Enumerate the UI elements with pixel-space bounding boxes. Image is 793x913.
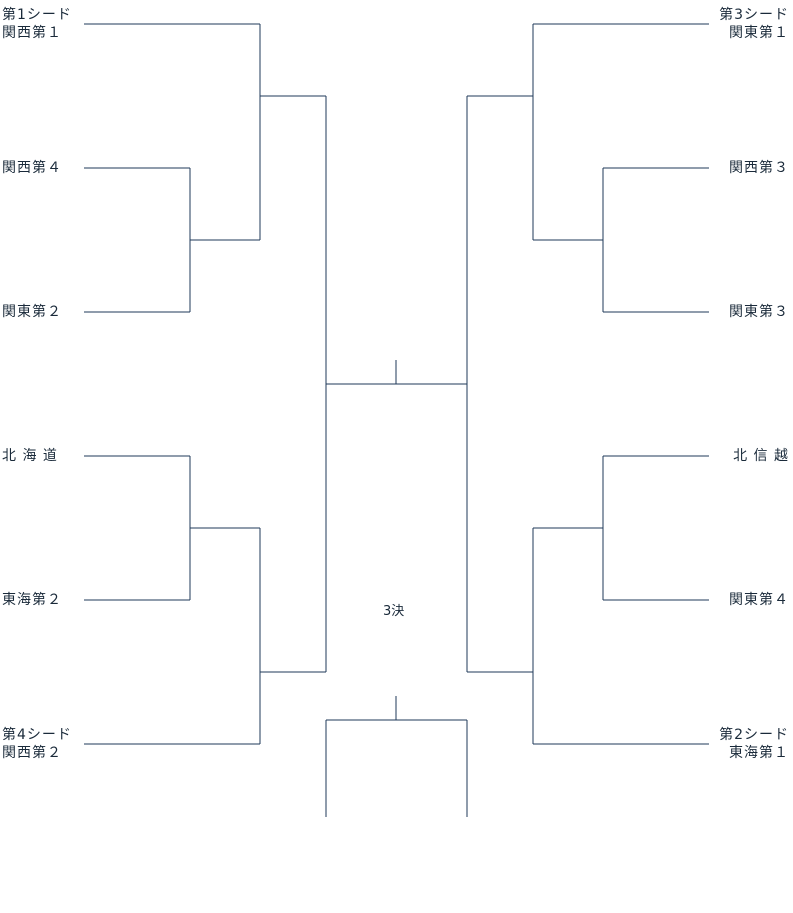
left-team-6-seed: 第4シード [2, 727, 72, 743]
right-team-1: 第3シード 関東第１ [719, 6, 789, 42]
left-team-4-name: 北 海 道 [2, 448, 58, 464]
left-team-4: 北 海 道 [2, 447, 58, 465]
left-team-2-name: 関西第４ [2, 160, 62, 176]
right-team-3-name: 関東第３ [729, 304, 789, 320]
right-team-1-name: 関東第１ [729, 25, 789, 41]
right-team-5-name: 関東第４ [729, 592, 789, 608]
left-team-3: 関東第２ [2, 303, 62, 321]
right-team-5: 関東第４ [729, 591, 789, 609]
right-team-4: 北 信 越 [733, 447, 789, 465]
right-team-2-name: 関西第３ [729, 160, 789, 176]
right-team-4-name: 北 信 越 [733, 448, 789, 464]
left-team-6-name: 関西第２ [2, 745, 62, 761]
left-team-2: 関西第４ [2, 159, 62, 177]
right-team-3: 関東第３ [729, 303, 789, 321]
left-team-5-name: 東海第２ [2, 592, 62, 608]
left-team-1-seed: 第1シード [2, 7, 72, 23]
third-place-label: 3決 [383, 604, 405, 619]
left-team-3-name: 関東第２ [2, 304, 62, 320]
left-team-5: 東海第２ [2, 591, 62, 609]
right-team-6-seed: 第2シード [719, 727, 789, 743]
right-team-2: 関西第３ [729, 159, 789, 177]
left-team-1: 第1シード 関西第１ [2, 6, 72, 42]
right-team-6: 第2シード 東海第１ [719, 726, 789, 762]
left-team-6: 第4シード 関西第２ [2, 726, 72, 762]
left-team-1-name: 関西第１ [2, 25, 62, 41]
right-team-1-seed: 第3シード [719, 7, 789, 23]
right-team-6-name: 東海第１ [729, 745, 789, 761]
